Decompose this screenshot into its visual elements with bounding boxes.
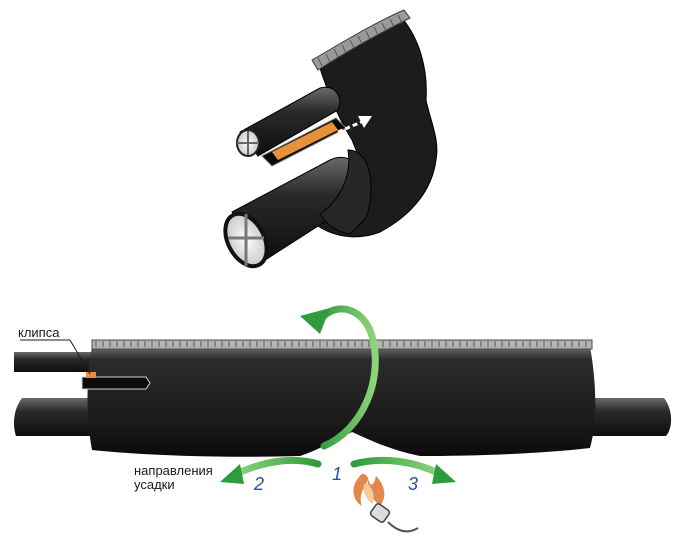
green-arrow-right [350,456,444,478]
top-arrow-head [358,116,372,128]
lower-cable-right [580,398,672,436]
main-sleeve [87,346,596,457]
shrink-direction-label-line1: направления [134,463,213,478]
clip-slot [81,376,151,390]
green-arrow-left [232,456,322,478]
main-rail [91,339,593,350]
step-number-3: 3 [408,474,419,494]
lower-cable-left [14,398,100,436]
top-cable-small [239,86,341,157]
upper-cable-left [14,352,100,372]
green-rotation-arrow [316,305,379,450]
clip-label: клипса [18,325,60,340]
top-sleeve-flap [319,149,372,235]
green-rotation-arrowhead [300,308,330,334]
step-number-1: 1 [332,464,343,484]
torch-icon [353,473,419,533]
step-number-2: 2 [254,474,265,494]
green-arrow-left-head [220,464,244,484]
bottom-illustration [14,305,672,533]
top-clip [272,122,338,160]
green-arrow-right-head [432,464,456,484]
main-rail-ticks [95,341,587,347]
shrink-direction-label: направления усадки [134,464,213,492]
clip-leader-line-diag [69,339,91,375]
top-illustration [223,9,438,269]
top-rail-ticks [317,14,403,67]
clip [86,372,96,378]
shrink-direction-label-line2: усадки [134,477,175,492]
